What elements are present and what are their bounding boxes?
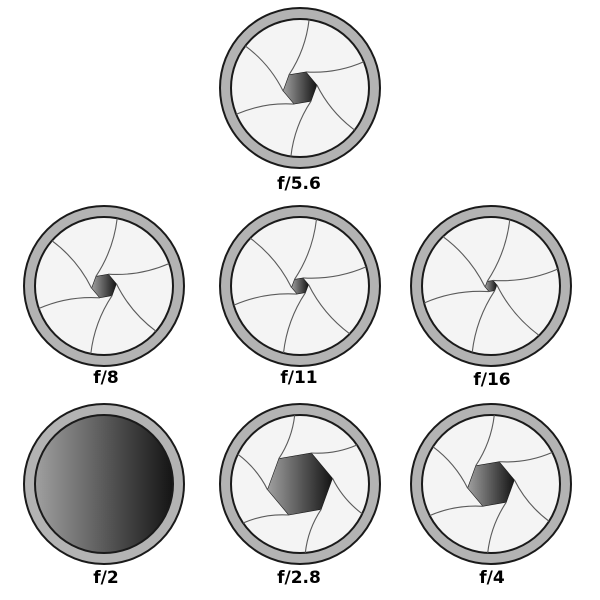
blade-edge: [95, 218, 118, 277]
f-stop-label-4: f/4: [479, 568, 505, 588]
blade-edge: [475, 415, 495, 467]
aperture-16-icon: [410, 205, 572, 367]
blade-edge: [38, 296, 100, 310]
aperture-2-8-icon: [219, 403, 381, 565]
blade-edge: [90, 295, 113, 354]
blade-edge: [235, 103, 295, 115]
f-stop-label-5-6: f/5.6: [277, 174, 321, 194]
blade-edge: [304, 508, 322, 553]
blade-edge: [423, 290, 490, 304]
blade-edge: [486, 219, 511, 282]
blade-edge: [432, 446, 469, 489]
f-stop-label-11: f/11: [280, 368, 318, 388]
blade-edge: [442, 236, 486, 288]
blade-edge: [242, 514, 289, 524]
aperture-2-icon: [23, 403, 185, 565]
blade-edge: [294, 218, 318, 280]
blade-edge: [244, 45, 284, 92]
blade-edge: [115, 283, 157, 332]
f-stop-label-2: f/2: [93, 568, 119, 588]
blade-edge: [302, 266, 367, 279]
blade-edge: [492, 268, 559, 282]
blade-edge: [308, 284, 351, 335]
blade-edge: [282, 292, 306, 354]
f-stop-label-16: f/16: [473, 370, 511, 390]
blade-edge: [108, 262, 170, 276]
blade-edge: [249, 237, 292, 288]
blade-edge: [471, 290, 496, 353]
blade-edge: [51, 240, 93, 289]
blade-edge: [332, 478, 363, 515]
blade-edge: [496, 284, 540, 336]
blade-edge: [305, 61, 365, 73]
blade-edge: [513, 479, 550, 522]
aperture-5-6-icon: [219, 7, 381, 169]
blade-edge: [237, 453, 268, 490]
blade-edge: [487, 501, 507, 553]
aperture-11-icon: [219, 205, 381, 367]
blade-edge: [311, 444, 358, 454]
blade-edge: [499, 451, 553, 463]
blade-edge: [233, 293, 298, 306]
blade-edge: [429, 505, 483, 517]
aperture-4-icon: [410, 403, 572, 565]
blade-edge: [290, 100, 312, 157]
aperture-opening: [34, 414, 174, 554]
blade-edge: [316, 84, 356, 131]
blade-edge: [288, 19, 310, 76]
blade-edge: [278, 415, 296, 460]
aperture-8-icon: [23, 205, 185, 367]
f-stop-label-8: f/8: [93, 368, 119, 388]
f-stop-label-2-8: f/2.8: [277, 568, 321, 588]
